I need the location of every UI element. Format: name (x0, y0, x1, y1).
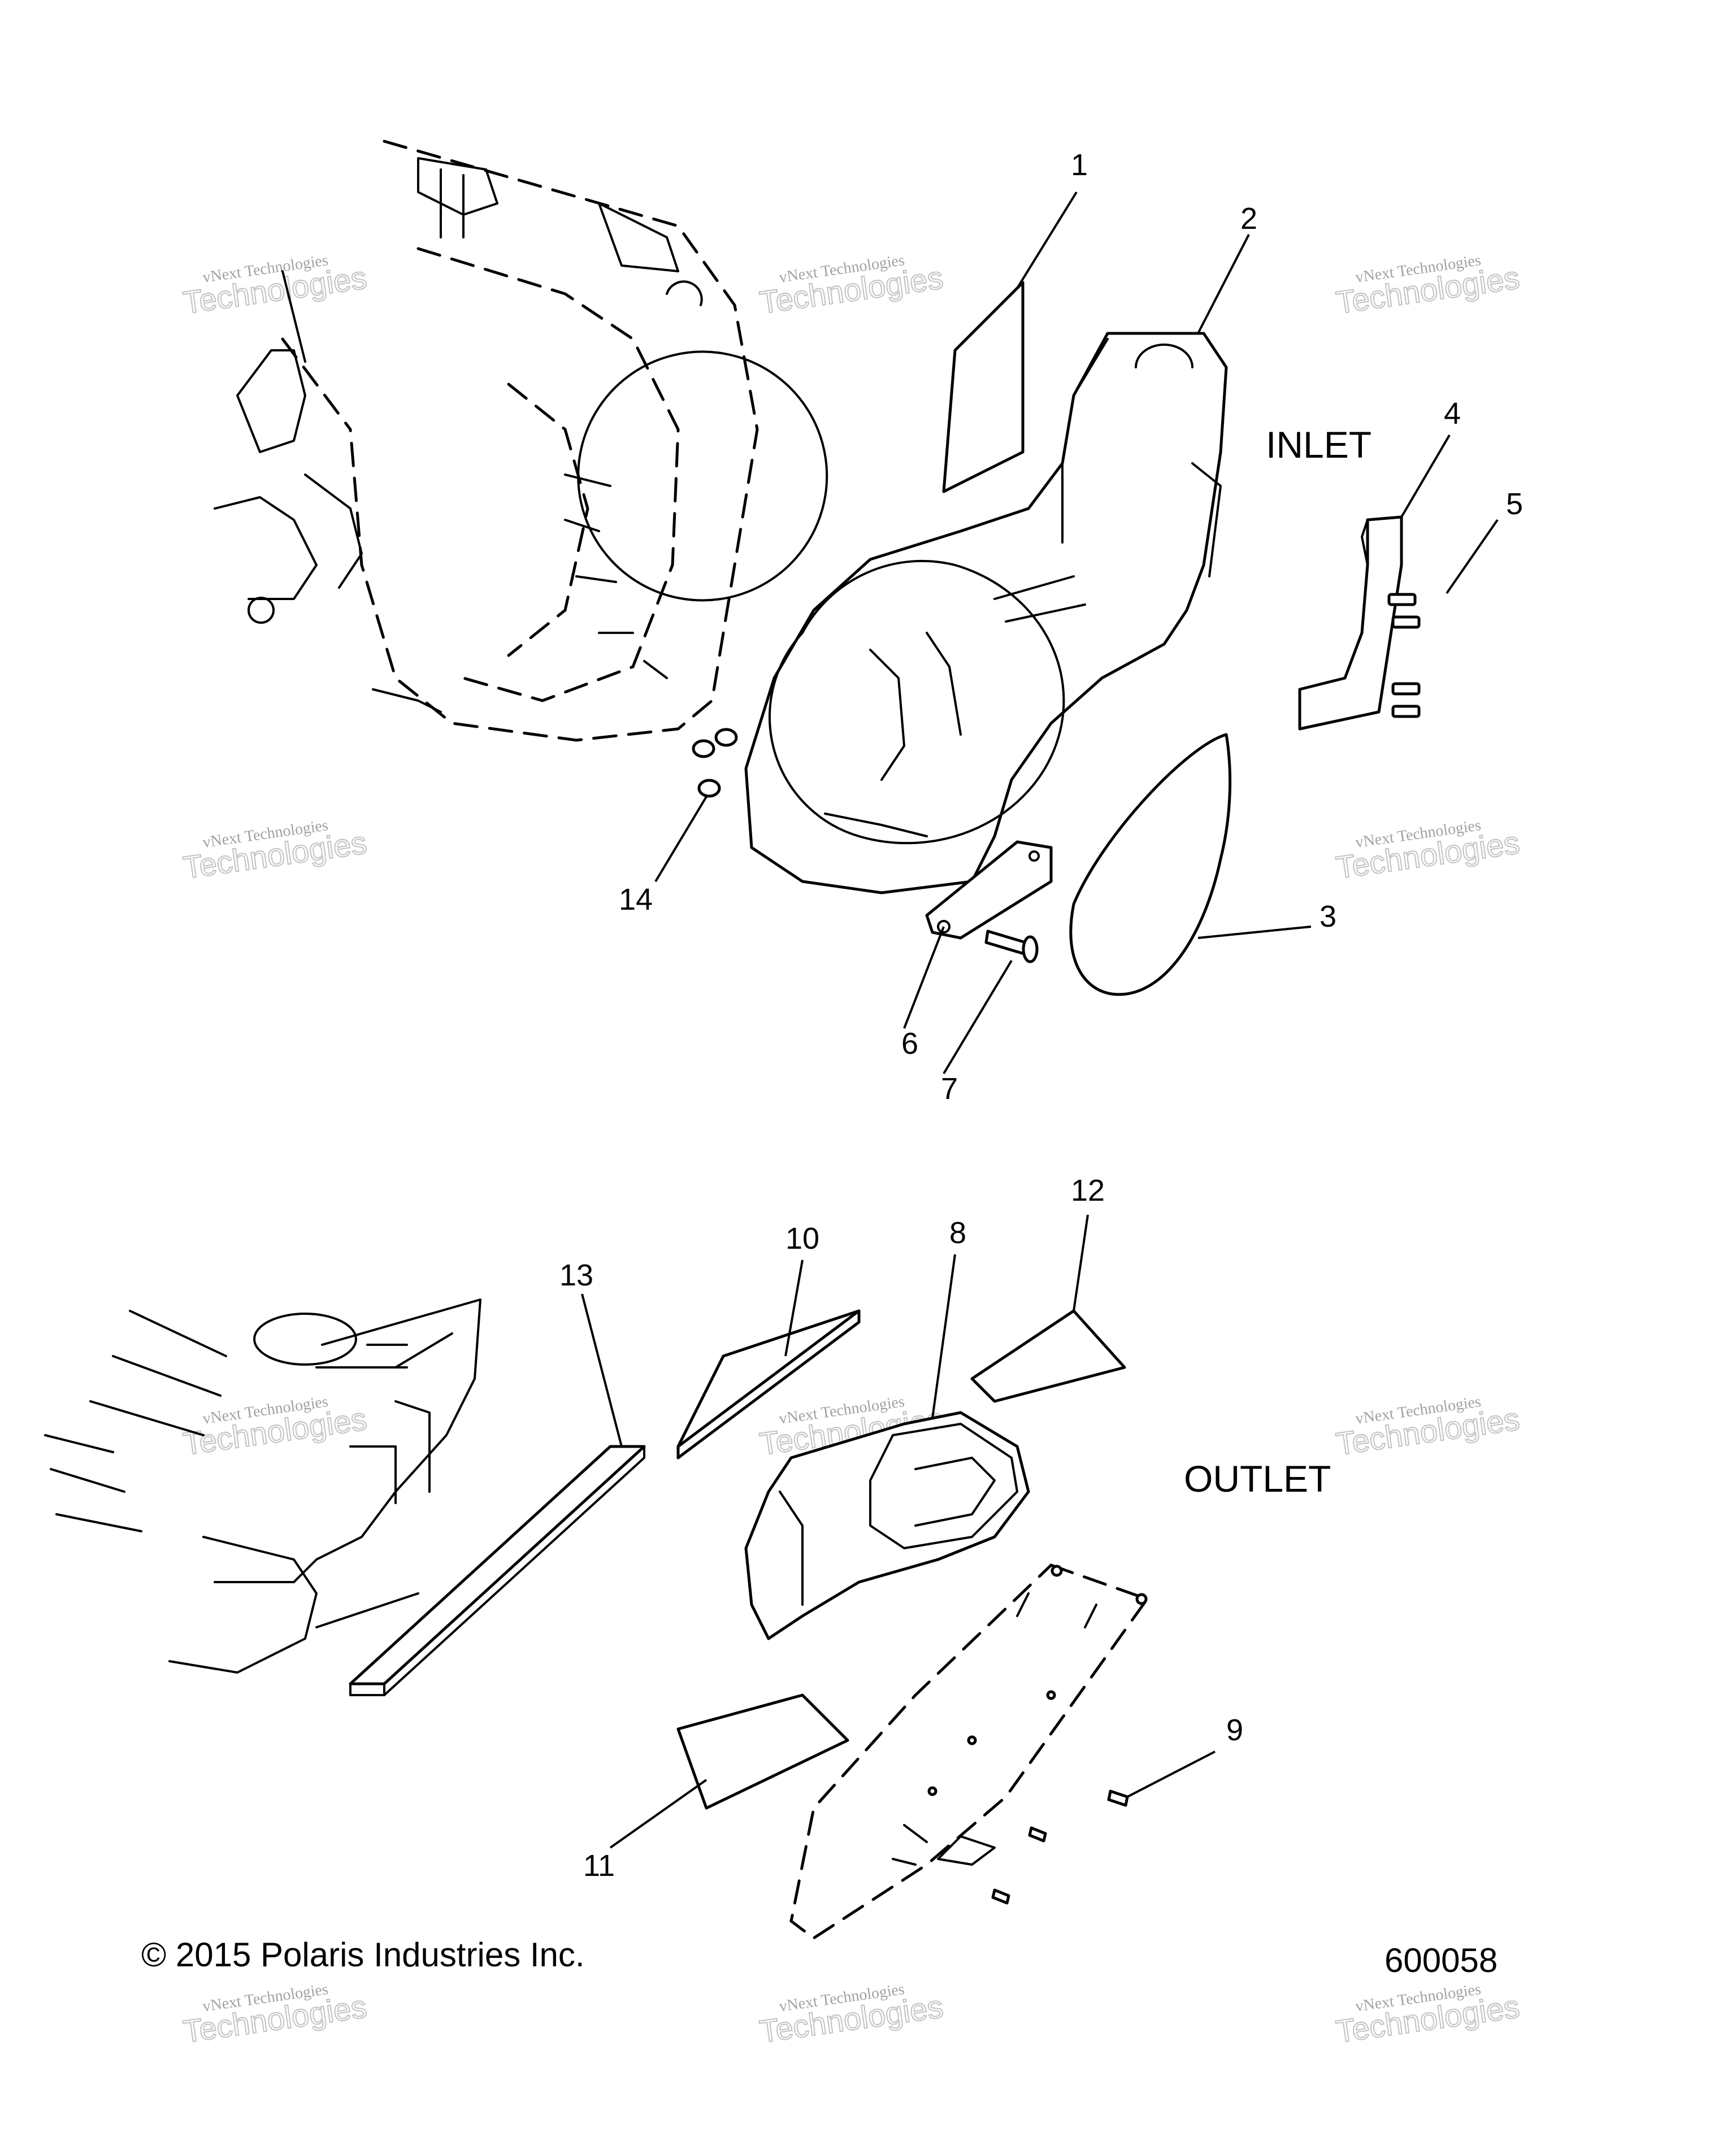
outlet-engine-outline (44, 1298, 481, 1674)
callout-12: 12 (1071, 1174, 1105, 1207)
callout-13: 13 (559, 1258, 593, 1292)
part-9-screws (991, 1789, 1129, 1905)
part-6-bracket (925, 840, 1053, 940)
copyright-text: © 2015 Polaris Industries Inc. (141, 1936, 585, 1974)
callout-1: 1 (1071, 148, 1088, 182)
part-14-grommets (692, 728, 738, 798)
watermark-bottom-left: vNext Technologies Technologies (180, 1980, 369, 2050)
part-13-foam-strip (349, 1445, 646, 1696)
watermark-top-right: vNext Technologies Technologies (1333, 251, 1522, 321)
inlet-label: INLET (1266, 424, 1372, 466)
watermark-low-left: vNext Technologies Technologies (180, 1393, 369, 1462)
callout-7: 7 (941, 1072, 958, 1106)
outlet-label: OUTLET (1184, 1458, 1331, 1500)
part-11-pad (676, 1693, 849, 1810)
part-7-bolt (984, 929, 1039, 963)
callout-5: 5 (1506, 487, 1523, 521)
callout-3: 3 (1320, 900, 1336, 933)
watermark-top-center: vNext Technologies Technologies (757, 251, 945, 321)
figure-number: 600058 (1385, 1941, 1498, 1979)
watermark-bottom-center: vNext Technologies Technologies (757, 1980, 945, 2050)
part-3-seal-panel (1069, 733, 1232, 996)
callout-numbers: 1 2 3 4 5 6 7 8 9 10 11 12 13 14 (559, 148, 1523, 1883)
watermark-mid-left: vNext Technologies Technologies (180, 816, 369, 886)
outlet-skid-plate-phantom (789, 1563, 1149, 1940)
watermark-mid-right: vNext Technologies Technologies (1333, 816, 1522, 886)
watermark-low-right: vNext Technologies Technologies (1333, 1393, 1522, 1462)
part-1-seal-sheet (942, 281, 1025, 493)
engine-housing-phantom (214, 140, 828, 742)
callout-14: 14 (619, 883, 653, 916)
part-5-screws (1387, 593, 1421, 718)
callout-4: 4 (1444, 397, 1461, 431)
inlet-leader-lines (654, 191, 1499, 1075)
part-10-pad (676, 1309, 861, 1459)
callout-2: 2 (1240, 202, 1257, 236)
callout-9: 9 (1226, 1713, 1243, 1747)
callout-11: 11 (583, 1849, 615, 1883)
callout-6: 6 (901, 1027, 918, 1061)
part-8-outlet-duct (744, 1411, 1030, 1640)
watermark-top-left: vNext Technologies Technologies (180, 251, 369, 321)
outlet-leader-lines (581, 1214, 1216, 1849)
callout-8: 8 (949, 1216, 966, 1250)
part-2-inlet-duct (744, 332, 1228, 894)
callout-10: 10 (785, 1222, 819, 1256)
watermark-bottom-right: vNext Technologies Technologies (1333, 1980, 1522, 2050)
part-4-deflector (1298, 515, 1403, 731)
watermarks: vNext Technologies Technologies vNext Te… (180, 251, 1522, 2050)
part-12-pad (970, 1309, 1126, 1403)
